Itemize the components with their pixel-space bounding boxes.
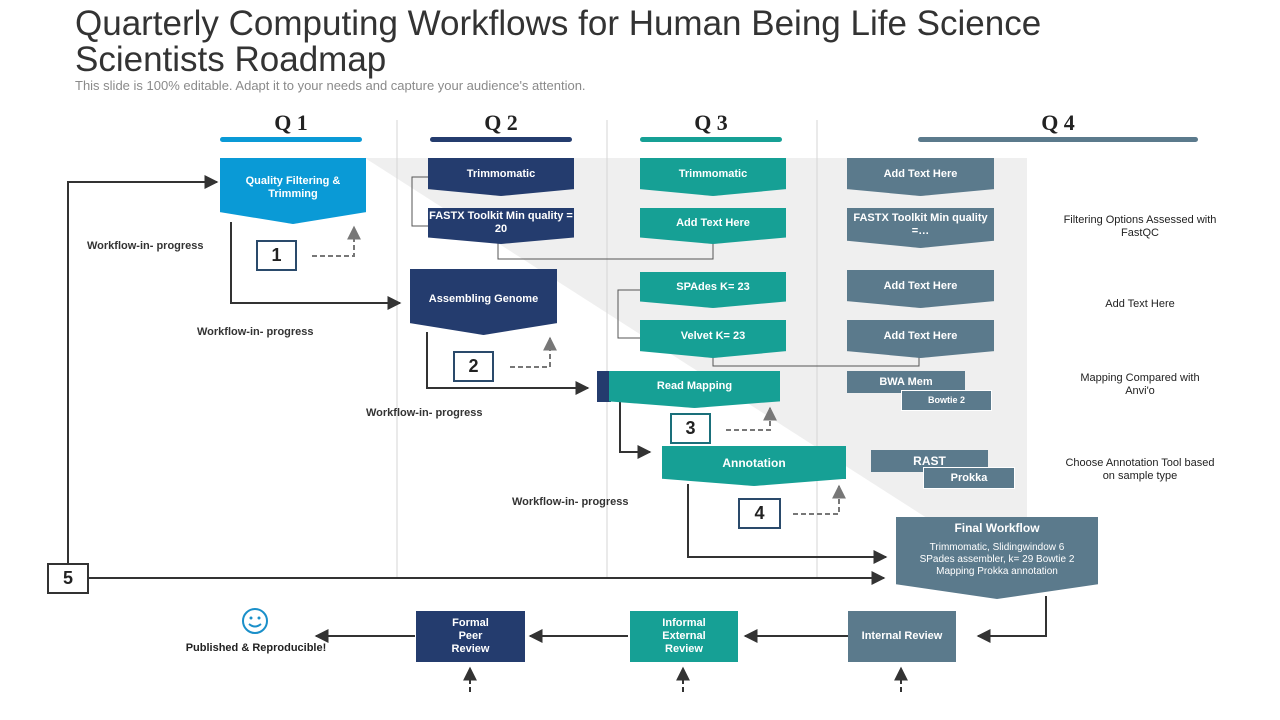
feedback-arrow (312, 225, 361, 257)
connector-line (712, 356, 920, 367)
step-add-text-q4-1[interactable]: Add Text Here (847, 158, 994, 196)
page-title: Quarterly Computing Workflows for Human … (75, 4, 1042, 79)
tool-rast[interactable]: RAST (871, 450, 988, 472)
step-trimmomatic-q3[interactable]: Trimmomatic (640, 158, 786, 196)
quarter-label-q3: Q 3 (694, 110, 728, 135)
step-number-5: 5 (47, 563, 89, 594)
step-add-text-q4-3[interactable]: Add Text Here (847, 320, 994, 358)
step-number-2: 2 (453, 351, 494, 382)
final-workflow-body: Trimmomatic, Slidingwindow 6 SPades asse… (919, 542, 1075, 577)
tool-bwa-mem[interactable]: BWA Mem (847, 371, 965, 393)
quarter-label-q4: Q 4 (1041, 110, 1075, 135)
mapping-accent (597, 371, 611, 402)
quarter-bar-q1 (220, 137, 362, 142)
feedback-arrow (510, 336, 557, 368)
final-workflow-box[interactable]: Final Workflow Trimmomatic, Slidingwindo… (896, 517, 1098, 599)
note-mapping: Mapping Compared with Anvi'o (1080, 372, 1200, 397)
workflow-in-progress-label: Workflow-in- progress (197, 326, 314, 338)
quarter-bar-q4 (918, 137, 1198, 142)
connector-line (617, 289, 640, 339)
quarter-label-q2: Q 2 (484, 110, 518, 135)
step-add-text-q4-2[interactable]: Add Text Here (847, 270, 994, 308)
tool-prokka[interactable]: Prokka (923, 467, 1015, 489)
step-quality-filtering[interactable]: Quality Filtering & Trimming (220, 158, 366, 224)
tool-bowtie[interactable]: Bowtie 2 (901, 390, 992, 411)
step-fastx-q4[interactable]: FASTX Toolkit Min quality =… (847, 208, 994, 248)
step-spades[interactable]: SPAdes K= 23 (640, 272, 786, 308)
note-add-text: Add Text Here (1105, 298, 1175, 310)
quarter-label-q1: Q 1 (274, 110, 308, 135)
step-number-1: 1 (256, 240, 297, 271)
step-trimmomatic-q2[interactable]: Trimmomatic (428, 158, 574, 196)
note-filtering: Filtering Options Assessed with FastQC (1063, 214, 1217, 239)
flow-arrow (230, 222, 402, 310)
flow-arrow (687, 484, 888, 564)
internal-review-box[interactable]: Internal Review (848, 611, 956, 662)
feedback-arrow (726, 406, 777, 431)
final-workflow-title: Final Workflow (954, 521, 1040, 535)
formal-review-box[interactable]: Formal Peer Review (416, 611, 525, 662)
note-annotation: Choose Annotation Tool based on sample t… (1065, 457, 1215, 482)
connector-line (411, 176, 428, 227)
workflow-in-progress-label: Workflow-in- progress (512, 496, 629, 508)
flow-arrow (619, 402, 652, 459)
feedback-arrow (793, 484, 846, 515)
quarter-bar-q2 (430, 137, 572, 142)
flow-arrow (976, 596, 1047, 643)
connector-line (497, 242, 714, 260)
quarter-bar-q3 (640, 137, 782, 142)
published-label: Published & Reproducible! (185, 642, 327, 654)
informal-review-box[interactable]: Informal External Review (630, 611, 738, 662)
workflow-in-progress-label: Workflow-in- progress (87, 240, 204, 252)
step-add-text-q3[interactable]: Add Text Here (640, 208, 786, 244)
workflow-in-progress-label: Workflow-in- progress (366, 407, 483, 419)
smiley-icon (242, 608, 268, 634)
step-fastx-q2[interactable]: FASTX Toolkit Min quality = 20 (428, 208, 574, 244)
flow-arrow (426, 332, 590, 395)
step-assembling-genome[interactable]: Assembling Genome (410, 269, 557, 335)
step-velvet[interactable]: Velvet K= 23 (640, 320, 786, 358)
step-number-4: 4 (738, 498, 781, 529)
step-annotation[interactable]: Annotation (662, 446, 846, 486)
step-read-mapping[interactable]: Read Mapping (609, 371, 780, 408)
flow-arrow (67, 175, 219, 565)
step-number-3: 3 (670, 413, 711, 444)
page-subtitle: This slide is 100% editable. Adapt it to… (75, 78, 586, 93)
